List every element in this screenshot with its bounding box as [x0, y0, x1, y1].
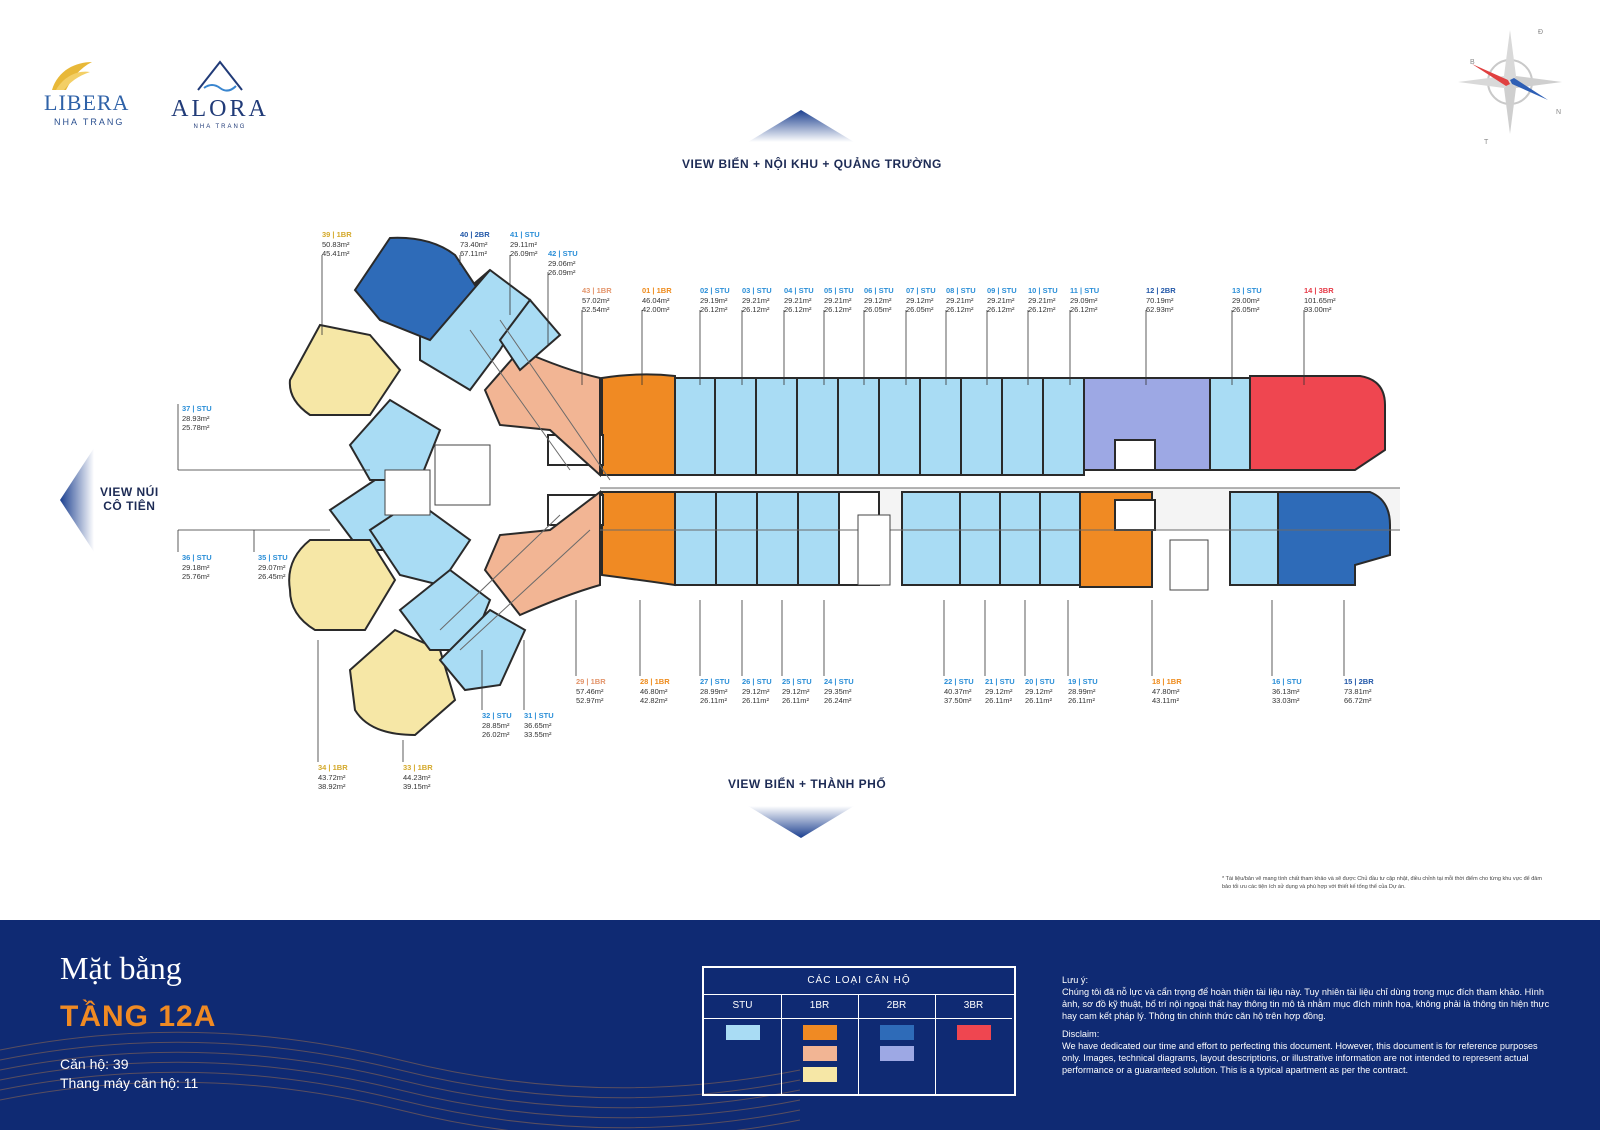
legend-col-3br: 3BR	[935, 994, 1012, 1094]
floor-title: TẦNG 12A	[60, 1000, 217, 1033]
plan-title: Mặt bằng	[60, 950, 182, 986]
note-en-text: We have dedicated our time and effort to…	[1062, 1041, 1538, 1075]
swatch-1br-yellow	[802, 1067, 837, 1082]
svg-text:T: T	[1484, 139, 1489, 145]
alora-name: ALORA	[171, 96, 269, 122]
svg-text:B: B	[1470, 59, 1475, 66]
view-arrow-top-icon	[748, 110, 854, 142]
svg-text:Đ: Đ	[1538, 29, 1543, 36]
swatch-1br-orange	[802, 1025, 837, 1040]
compass-rose-icon: B Đ N T	[1458, 29, 1562, 145]
mountain-wave-icon	[197, 60, 243, 92]
view-bottom-label: VIEW BIỂN + THÀNH PHỐ	[728, 777, 887, 791]
view-arrow-left-icon	[60, 448, 94, 552]
feather-icon	[52, 62, 92, 90]
unit-type-legend: CÁC LOẠI CĂN HỘ STU 1BR 2BR 3BR	[702, 966, 1016, 1096]
swatch-1br-salmon	[802, 1046, 837, 1061]
swatch-2br-lavender	[879, 1046, 914, 1061]
legend-col-stu: STU	[704, 994, 782, 1094]
swatch-stu	[725, 1025, 760, 1040]
wave-pattern	[0, 1031, 801, 1130]
legend-col-2br: 2BR	[858, 994, 936, 1094]
swatch-3br-red	[956, 1025, 991, 1040]
libera-logo: LIBERA NHA TRANG	[40, 60, 150, 130]
disclaimer-note: Lưu ý: Chúng tôi đã nỗ lực và cẩn trọng …	[1062, 974, 1552, 1076]
floor-plan	[288, 236, 1400, 737]
libera-name: LIBERA	[44, 90, 130, 115]
note-vi-title: Lưu ý:	[1062, 975, 1089, 985]
libera-sub: NHA TRANG	[54, 117, 125, 127]
small-disclaimer: * Tài liệu/bản vẽ mang tính chất tham kh…	[1222, 876, 1542, 890]
view-arrow-bottom-icon	[748, 806, 854, 838]
alora-logo: ALORA NHA TRANG	[170, 58, 270, 130]
note-en-title: Disclaim:	[1062, 1029, 1100, 1039]
units-count: Căn hộ: 39	[60, 1056, 129, 1072]
elevator-ratio: Thang máy căn hộ: 11	[60, 1075, 199, 1091]
swatch-2br-blue	[879, 1025, 914, 1040]
svg-text:N: N	[1556, 109, 1561, 116]
legend-col-1br: 1BR	[781, 994, 859, 1094]
alora-sub: NHA TRANG	[193, 124, 247, 130]
view-top-label: VIEW BIỂN + NỘI KHU + QUẢNG TRƯỜNG	[682, 157, 942, 171]
leader-lines	[177, 255, 1345, 762]
legend-title: CÁC LOẠI CĂN HỘ	[704, 968, 1014, 995]
note-vi-text: Chúng tôi đã nỗ lực và cẩn trọng để hoàn…	[1062, 987, 1550, 1021]
